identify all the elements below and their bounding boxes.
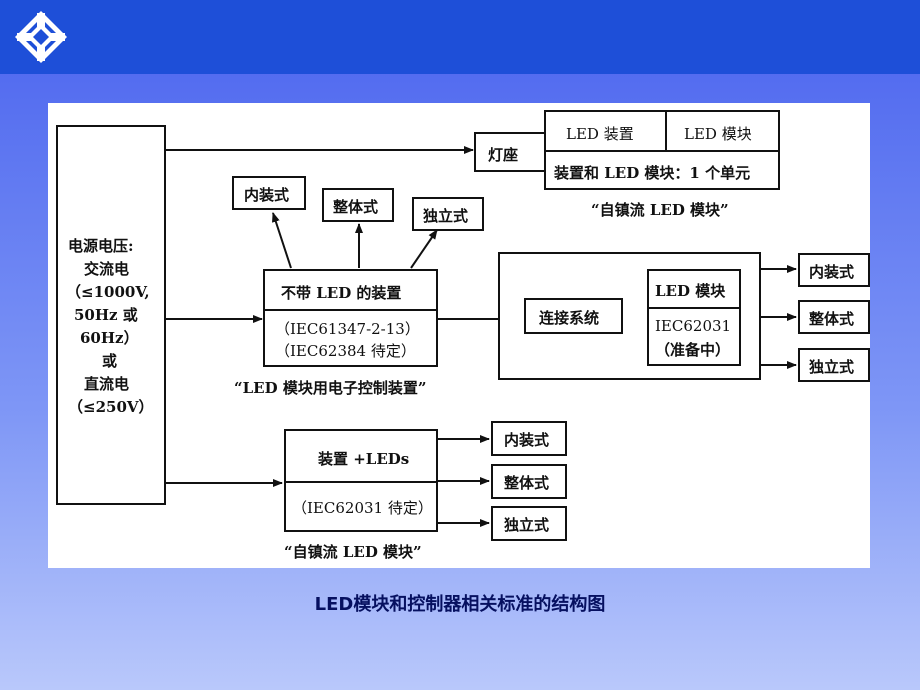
power-line-1: 电源电压:	[68, 237, 134, 255]
controller-integral-label: 整体式	[333, 198, 379, 216]
module-integral-label: 整体式	[809, 310, 855, 328]
unit-divider	[665, 112, 667, 150]
connection-system-box: 连接系统	[524, 298, 623, 334]
power-line-5: 60Hz）	[80, 329, 139, 347]
connection-system-label: 连接系统	[539, 309, 600, 327]
unit-top-row	[546, 112, 778, 152]
controller-caption: “LED 模块用电子控制装置”	[234, 379, 427, 397]
self-ballasted-divider	[286, 481, 436, 483]
module-builtin-label: 内装式	[809, 263, 855, 281]
self-ballasted-caption: “自镇流 LED 模块”	[284, 543, 422, 561]
lamp-base-label: 灯座	[488, 146, 519, 164]
lamp-base-box: 灯座	[474, 132, 546, 172]
led-device-label: LED 装置	[566, 125, 634, 143]
figure-caption: LED模块和控制器相关标准的结构图	[314, 594, 606, 615]
power-supply-box: 电源电压: 交流电 （≤1000V, 50Hz 或 60Hz） 或 直流电 （≤…	[56, 125, 166, 505]
top-header-bar	[0, 0, 920, 74]
controller-std-2: （IEC62384 待定）	[275, 342, 416, 360]
self-ballasted-independent-label: 独立式	[504, 516, 550, 534]
self-ballasted-title: 装置 +LEDs	[318, 450, 410, 468]
module-independent-box: 独立式	[798, 348, 870, 382]
self-ballasted-integral-box: 整体式	[491, 464, 567, 499]
self-ballasted-builtin-label: 内装式	[504, 431, 550, 449]
diamond-logo-icon	[12, 8, 70, 66]
self-ballasted-integral-label: 整体式	[504, 474, 550, 492]
controller-box: 不带 LED 的装置 （IEC61347-2-13） （IEC62384 待定）	[263, 269, 438, 367]
led-module-std-1: IEC62031	[655, 317, 732, 335]
self-ballasted-unit-box: LED 装置 LED 模块 装置和 LED 模块：1 个单元	[544, 110, 780, 190]
controller-title: 不带 LED 的装置	[281, 284, 402, 302]
controller-std-1: （IEC61347-2-13）	[275, 320, 420, 338]
controller-independent-label: 独立式	[423, 207, 469, 225]
self-ballasted-device-box: 装置 +LEDs （IEC62031 待定）	[284, 429, 438, 532]
diagram-panel: 电源电压: 交流电 （≤1000V, 50Hz 或 60Hz） 或 直流电 （≤…	[48, 103, 870, 568]
module-integral-box: 整体式	[798, 300, 870, 334]
controller-independent-box: 独立式	[412, 197, 484, 231]
led-module-divider	[649, 307, 739, 309]
module-builtin-box: 内装式	[798, 253, 870, 287]
power-line-3: （≤1000V,	[66, 283, 150, 301]
self-ballasted-independent-box: 独立式	[491, 506, 567, 541]
power-line-6: 或	[102, 352, 118, 370]
power-line-8: （≤250V）	[68, 398, 154, 416]
unit-combined-label: 装置和 LED 模块：1 个单元	[554, 164, 751, 182]
power-line-4: 50Hz 或	[74, 306, 138, 324]
led-module-box: LED 模块 IEC62031 （准备中）	[647, 269, 741, 366]
led-module-std-2: （准备中）	[655, 341, 731, 359]
controller-divider	[265, 309, 436, 311]
controller-builtin-label: 内装式	[244, 186, 290, 204]
controller-integral-box: 整体式	[322, 188, 394, 222]
lamp-caption: “自镇流 LED 模块”	[591, 201, 729, 219]
self-ballasted-std: （IEC62031 待定）	[292, 499, 433, 517]
controller-builtin-box: 内装式	[232, 176, 306, 210]
module-independent-label: 独立式	[809, 358, 855, 376]
power-line-2: 交流电	[84, 260, 130, 278]
led-module-label: LED 模块	[684, 125, 752, 143]
self-ballasted-builtin-box: 内装式	[491, 421, 567, 456]
led-module-title: LED 模块	[655, 282, 726, 300]
power-line-7: 直流电	[84, 375, 130, 393]
